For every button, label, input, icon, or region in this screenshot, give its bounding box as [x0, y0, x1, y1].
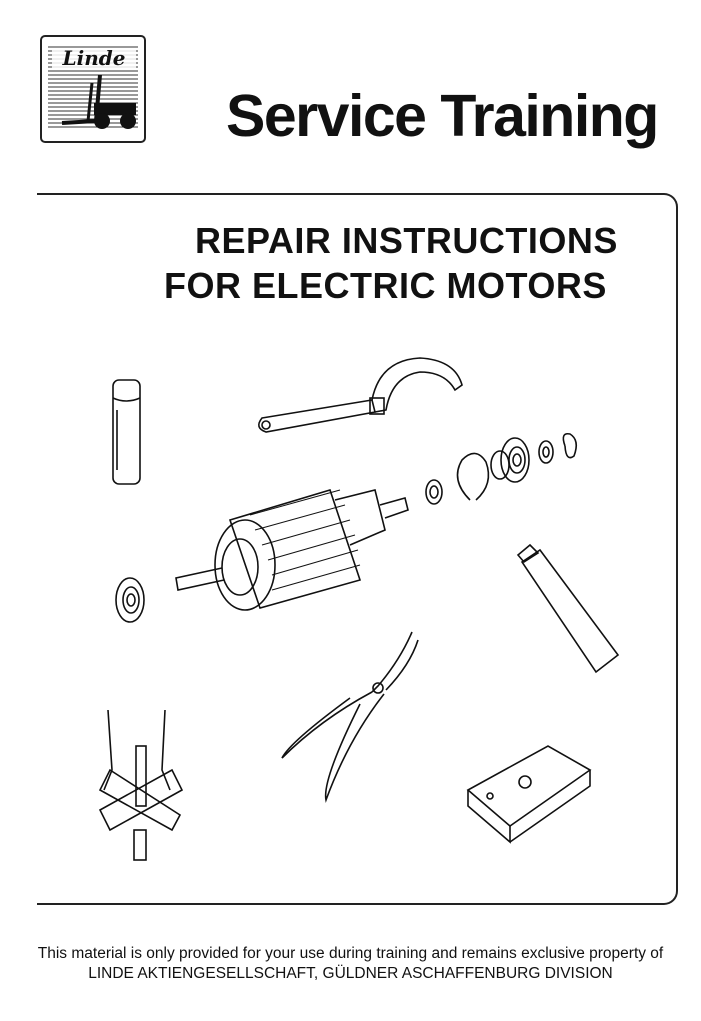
circlip-pliers-icon — [281, 631, 419, 803]
bearing-rings-icon — [425, 432, 578, 505]
cover-frame — [37, 193, 678, 905]
brush-holder-fixture-icon — [466, 745, 592, 844]
heading-line-1: REPAIR INSTRUCTIONS — [195, 220, 618, 261]
spray-can-icon — [112, 379, 141, 485]
forklift-logo-icon: Linde — [48, 46, 138, 129]
footer-company: LINDE AKTIENGESELLSCHAFT, GÜLDNER ASCHAF… — [88, 965, 613, 982]
grease-tube-icon — [516, 543, 620, 674]
footer-disclaimer: This material is only provided for your … — [37, 945, 664, 962]
svg-text:Linde: Linde — [62, 46, 126, 70]
linde-logo: Linde — [40, 35, 146, 143]
bearing-puller-icon — [98, 709, 184, 861]
page-title: Service Training — [226, 83, 659, 149]
heading-line-2: FOR ELECTRIC MOTORS — [164, 265, 607, 306]
hook-spanner-icon — [258, 357, 463, 433]
armature-icon — [115, 489, 409, 623]
